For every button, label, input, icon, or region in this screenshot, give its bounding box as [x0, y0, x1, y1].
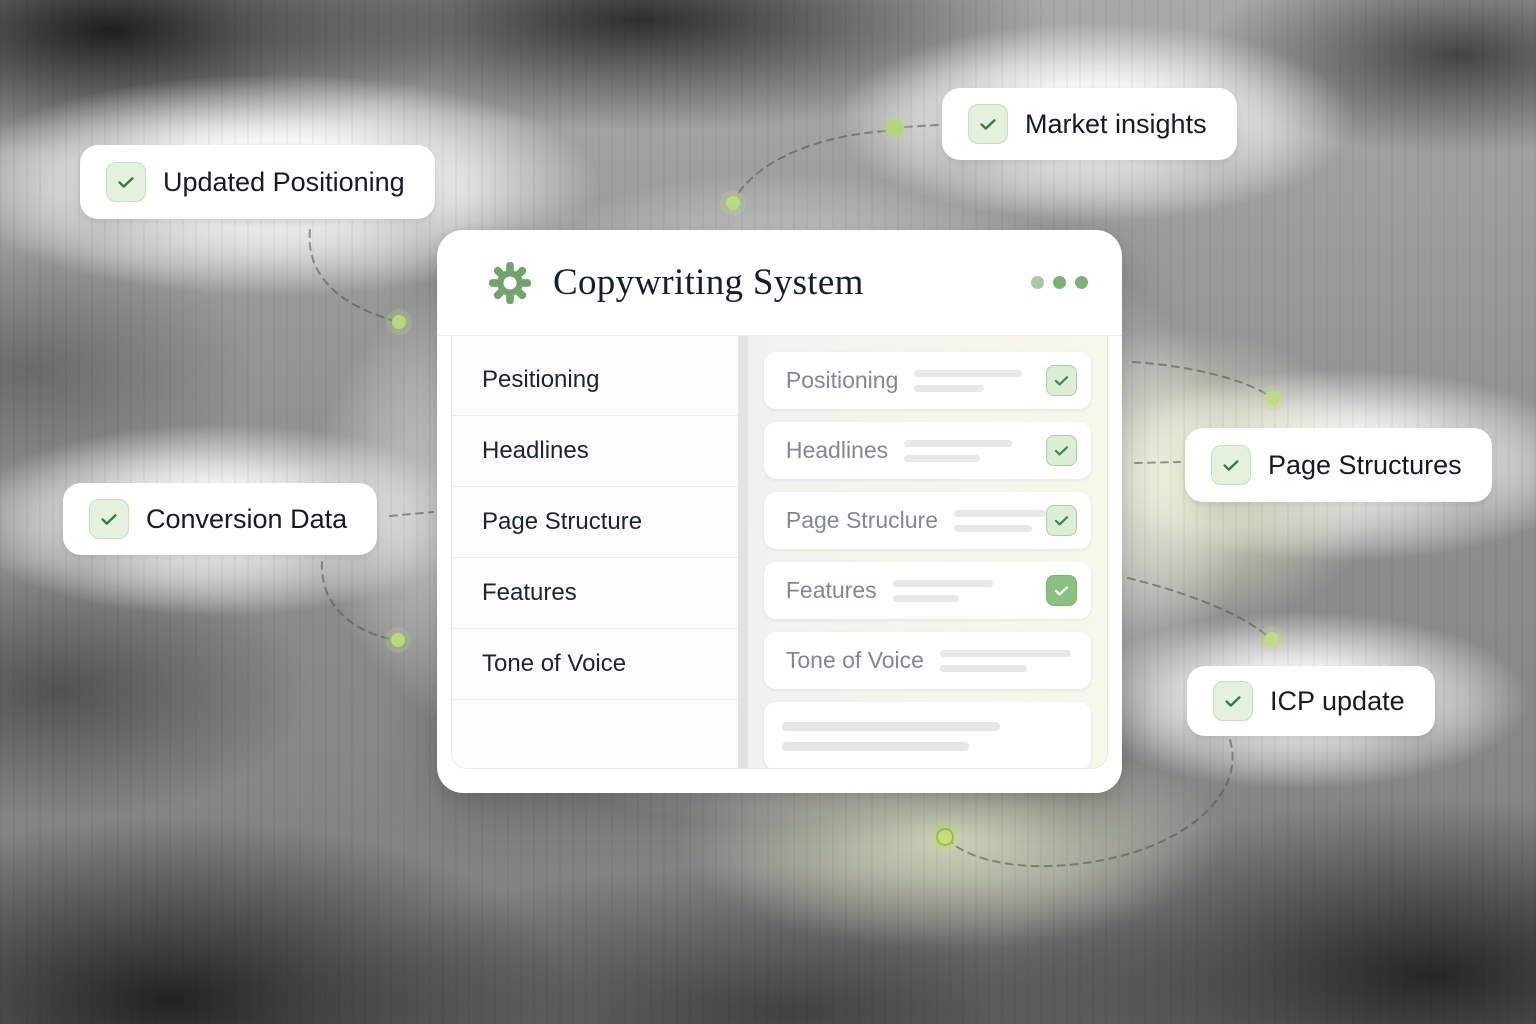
checkbox-icon: [106, 162, 146, 202]
section-row-positioning: Pesitioning: [452, 345, 739, 416]
checkbox-features-checked[interactable]: [1046, 575, 1077, 606]
badge-label: Page Structures: [1268, 449, 1462, 480]
task-card-tone-of-voice[interactable]: Tone of Voice: [763, 632, 1091, 689]
section-row-headlines: Headlines: [452, 416, 739, 487]
task-card-label: Positioning: [785, 367, 899, 393]
skeleton-lines: [954, 509, 1046, 532]
connector-card-to-pagestructures: [1134, 461, 1181, 464]
card-body: Pesitioning Headlines Page Structure Fea…: [451, 336, 1108, 769]
task-card-label: Page Struclure: [785, 507, 938, 533]
task-card-page-structure[interactable]: Page Struclure: [763, 492, 1091, 549]
checkbox-icon: [89, 499, 129, 539]
connector-market-to-card: [734, 130, 886, 199]
badge-page-structures[interactable]: Page Structures: [1185, 428, 1492, 502]
connector-conversion-to-card: [389, 511, 434, 517]
checkbox-headlines[interactable]: [1046, 435, 1077, 466]
task-card-label: Headlines: [785, 437, 889, 463]
ellipsis-menu-button[interactable]: [1031, 276, 1088, 289]
checkbox-positioning[interactable]: [1046, 365, 1077, 396]
checkbox-icon: [1211, 445, 1251, 485]
badge-label: Market insights: [1025, 108, 1207, 139]
task-card-list: Positioning Headlines Page Struclure: [747, 336, 1107, 768]
gear-icon: [487, 260, 533, 306]
skeleton-lines: [892, 579, 993, 602]
task-card-positioning[interactable]: Positioning: [763, 352, 1091, 409]
task-card-label: Tone of Voice: [785, 647, 924, 673]
skeleton-lines: [781, 721, 1000, 751]
column-divider: [738, 336, 748, 768]
skeleton-lines: [914, 369, 1023, 392]
header-divider: [437, 335, 1122, 336]
checkbox-icon: [968, 104, 1008, 144]
task-card-headlines[interactable]: Headlines: [763, 422, 1091, 479]
section-row-page-structure: Page Structure: [452, 487, 739, 558]
connector-card-to-upper-right-dot: [1132, 361, 1269, 396]
badge-updated-positioning[interactable]: Updated Positioning: [80, 145, 435, 219]
badge-label: ICP update: [1270, 685, 1405, 716]
connector-market-stub: [904, 124, 939, 128]
task-card-features[interactable]: Features: [763, 562, 1091, 619]
connector-conversion-lower: [320, 561, 391, 640]
card-title: Copywriting System: [553, 262, 864, 303]
connector-card-to-lower-right-dot: [1127, 577, 1267, 636]
checkbox-page-structure[interactable]: [1046, 505, 1077, 536]
badge-conversion-data[interactable]: Conversion Data: [63, 483, 378, 555]
skeleton-lines: [939, 649, 1071, 672]
task-card-label: Features: [785, 577, 877, 603]
copywriting-system-card: Copywriting System Pesitioning Headlines…: [437, 230, 1122, 793]
badge-label: Updated Positioning: [163, 166, 405, 197]
badge-label: Conversion Data: [146, 503, 348, 534]
task-card-empty[interactable]: [763, 702, 1091, 768]
section-list: Pesitioning Headlines Page Structure Fea…: [452, 336, 739, 768]
connector-updated-to-card: [308, 229, 393, 321]
badge-icp-update[interactable]: ICP update: [1187, 666, 1435, 736]
card-header: Copywriting System: [437, 230, 1122, 335]
skeleton-lines: [904, 439, 1013, 462]
checkbox-icon: [1213, 681, 1253, 721]
section-row-features: Features: [452, 558, 739, 629]
badge-market-insights[interactable]: Market insights: [942, 88, 1237, 160]
section-row-tone-of-voice: Tone of Voice: [452, 629, 739, 700]
